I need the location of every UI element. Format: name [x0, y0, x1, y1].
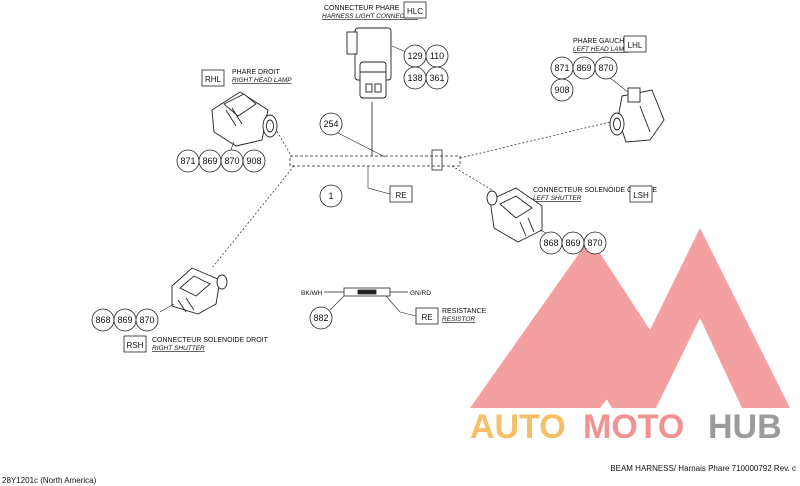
harness-item: 1	[328, 191, 333, 201]
rhl-title-en: RIGHT HEAD LAMP	[232, 77, 292, 84]
rhl-title-fr: PHARE DROIT	[232, 69, 281, 76]
lsh-branch	[451, 165, 493, 191]
rsh-code: RSH	[127, 341, 144, 350]
rsh-part-1: 868	[95, 315, 110, 325]
harness-callouts: 254 1 RE	[319, 112, 413, 208]
rhl-part-1: 871	[180, 156, 195, 166]
lhl-title-en: LEFT HEAD LAMP	[573, 46, 629, 53]
rhl-connector: RHL PHARE DROIT RIGHT HEAD LAMP 871 869 …	[176, 69, 292, 173]
lsh-title-fr: CONNECTEUR SOLENOIDE GAUCHE	[533, 187, 657, 194]
lhl-connector: PHARE GAUCHE LEFT HEAD LAMP LHL 871 869 …	[550, 35, 665, 143]
hlc-part-bubble-4	[425, 66, 449, 90]
lhl-part-1: 871	[554, 63, 569, 73]
harness-part-bubble	[319, 112, 343, 136]
resistor-drawing	[324, 287, 408, 297]
lhl-part-4: 908	[554, 85, 569, 95]
harness-code: RE	[395, 191, 406, 200]
hlc-part-4: 361	[429, 73, 444, 83]
resistor-part: 882	[313, 313, 328, 323]
resistor-right-wire: GN/RD	[410, 290, 431, 297]
rsh-code-box	[123, 335, 147, 353]
hlc-leader	[391, 45, 407, 53]
lhl-part-bubble-3	[594, 56, 618, 80]
rhl-code: RHL	[205, 75, 222, 84]
harness-trunk-sleeve	[431, 149, 443, 171]
lhl-code: LHL	[628, 41, 643, 50]
harness	[211, 102, 611, 269]
lhl-branch	[459, 121, 611, 159]
rsh-part-bubbles	[91, 308, 159, 332]
rhl-part-3: 870	[224, 156, 239, 166]
watermark-text-c: HUB	[708, 408, 782, 446]
watermark-logo	[470, 228, 790, 408]
hlc-code: HLC	[407, 7, 423, 16]
hlc-part-1: 129	[407, 51, 422, 61]
hlc-title-fr: CONNECTEUR PHARE	[324, 5, 400, 12]
watermark-text-a: AUTO	[470, 408, 566, 446]
resistor-title-fr: RESISTANCE	[442, 308, 487, 315]
leader-254	[335, 131, 386, 158]
footer-right: BEAM HARNESS/ Harnais Phare 710000792 Re…	[610, 464, 796, 473]
rsh-title-fr: CONNECTEUR SOLENOIDE DROIT	[152, 337, 269, 344]
watermark-text-b: MOTO	[583, 408, 684, 446]
harness-item-bubble	[319, 184, 343, 208]
lsh-connector-drawing	[486, 187, 543, 243]
lhl-part-bubble-4	[550, 78, 574, 102]
lsh-title-en: LEFT SHUTTER	[533, 195, 582, 202]
lsh-part-3: 870	[587, 238, 602, 248]
hlc-part-bubbles	[403, 44, 449, 90]
lsh-part-1: 868	[543, 238, 558, 248]
lhl-title-fr: PHARE GAUCHE	[573, 38, 629, 45]
rhl-code-box	[201, 69, 225, 87]
rhl-part-2: 869	[202, 156, 217, 166]
hlc-connector-drawing	[346, 27, 392, 99]
lhl-part-3: 870	[598, 63, 613, 73]
lhl-connector-drawing	[609, 87, 665, 143]
rsh-part-bubble-3	[135, 308, 159, 332]
lsh-code-box	[629, 185, 653, 203]
harness-code-box	[389, 185, 413, 203]
resistor-code-box	[415, 307, 439, 325]
rhl-connector-drawing	[211, 91, 278, 147]
footer-left: 28Y1201c (North America)	[2, 476, 97, 485]
resistor: BK/WH GN/RD 882 RE RESISTANCE RESISTOR	[301, 287, 487, 330]
rsh-part-3: 870	[139, 315, 154, 325]
lsh-part-2: 869	[565, 238, 580, 248]
lhl-part-2: 869	[576, 63, 591, 73]
lsh-part-bubbles	[539, 231, 607, 255]
rhl-part-bubbles	[176, 149, 266, 173]
rhl-part-4: 908	[246, 156, 261, 166]
harness-part: 254	[323, 119, 338, 129]
lsh-part-bubble-3	[583, 231, 607, 255]
hlc-code-box	[403, 1, 427, 19]
watermark: AUTO MOTO HUB	[470, 228, 790, 446]
rsh-connector: 868 869 870 RSH CONNECTEUR SOLENOIDE DRO…	[91, 267, 269, 353]
resistor-code: RE	[421, 313, 432, 322]
hlc-title-en: HARNESS LIGHT CONNECTOR	[322, 13, 418, 20]
rsh-title-en: RIGHT SHUTTER	[152, 345, 205, 352]
rsh-branch	[211, 165, 295, 269]
rsh-leader	[159, 303, 175, 313]
leader-re-harness	[367, 166, 391, 195]
hlc-part-2: 110	[430, 51, 444, 61]
lhl-part-bubbles	[550, 56, 618, 102]
rsh-connector-drawing	[171, 267, 228, 315]
lhl-code-box	[623, 35, 647, 53]
rsh-part-2: 869	[117, 315, 132, 325]
resistor-left-wire: BK/WH	[301, 290, 323, 297]
resistor-part-leader	[329, 295, 345, 311]
lhl-leader	[609, 77, 629, 93]
hlc-part-3: 138	[407, 73, 422, 83]
resistor-code-leader	[385, 295, 417, 317]
lsh-connector: CONNECTEUR SOLENOIDE GAUCHE LEFT SHUTTER…	[486, 185, 657, 255]
lsh-code: LSH	[633, 191, 649, 200]
rhl-branch	[274, 127, 293, 158]
hlc-connector: CONNECTEUR PHARE HARNESS LIGHT CONNECTOR…	[322, 1, 449, 99]
resistor-title-en: RESISTOR	[442, 316, 475, 323]
rhl-part-bubble-4	[242, 149, 266, 173]
resistor-part-bubble	[309, 306, 333, 330]
harness-trunk	[289, 155, 461, 167]
